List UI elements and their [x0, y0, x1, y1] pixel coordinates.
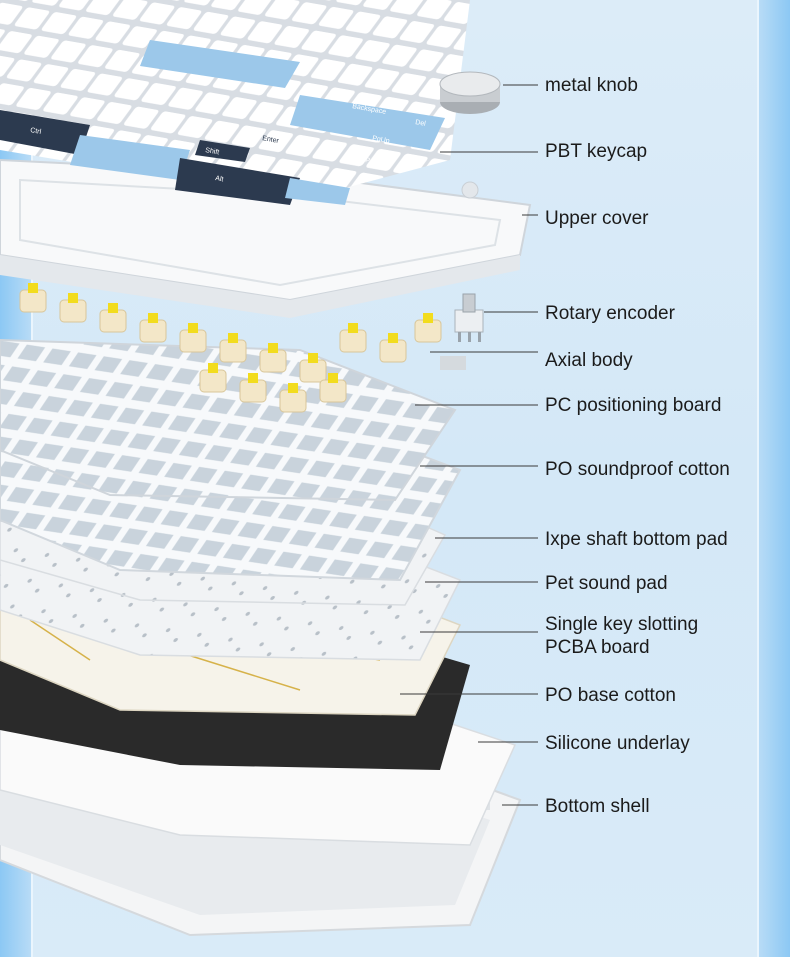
rotary-encoder-part: [440, 293, 484, 370]
label-upper-cover: Upper cover: [545, 208, 649, 229]
legend-ctrl: Ctrl: [30, 127, 42, 136]
legend-backspace: Backspace: [352, 103, 387, 116]
legend-shift: Shift: [205, 147, 220, 156]
label-pc-positioning-board: PC positioning board: [545, 395, 722, 416]
legend-del: Del: [415, 119, 427, 128]
metal-knob-part: [439, 71, 501, 114]
label-single-key-slotting-pcba-board: Single key slotting PCBA board: [545, 614, 699, 658]
legend-pgup: PgUp: [372, 135, 391, 145]
label-ixpe-shaft-bottom-pad: Ixpe shaft bottom pad: [545, 529, 728, 550]
label-pbt-keycap: PBT keycap: [545, 141, 648, 162]
label-po-base-cotton: PO base cotton: [545, 685, 676, 706]
label-pet-sound-pad: Pet sound pad: [545, 573, 668, 594]
label-rotary-encoder: Rotary encoder: [545, 303, 675, 324]
label-silicone-underlay: Silicone underlay: [545, 733, 690, 754]
right-edge-line: [757, 0, 759, 957]
label-po-soundproof-cotton: PO soundproof cotton: [545, 459, 730, 480]
legend-alt: Alt: [215, 175, 224, 183]
keycap-set: [0, 0, 470, 205]
leader-lines: [400, 84, 538, 806]
legend-pgdn: PgDn: [365, 157, 384, 167]
legend-enter: Enter: [262, 135, 280, 145]
upper-cover-part: [0, 158, 532, 318]
label-metal-knob: metal knob: [545, 75, 638, 96]
label-axial-body: Axial body: [545, 350, 633, 371]
right-edge-band: [758, 0, 790, 957]
label-bottom-shell: Bottom shell: [545, 796, 650, 817]
